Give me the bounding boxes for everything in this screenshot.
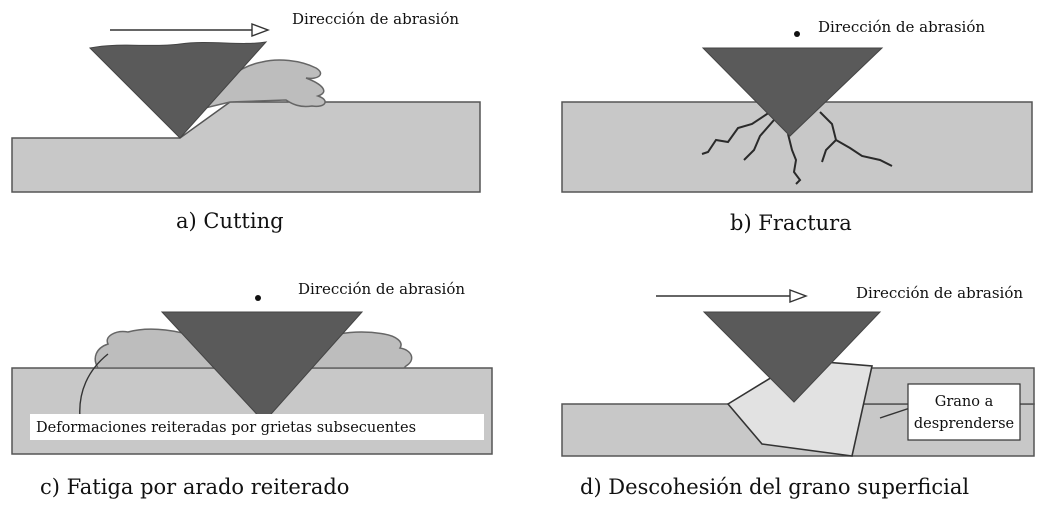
panel-a-direction-label: Dirección de abrasión — [292, 10, 459, 28]
panel-d-leader-line — [879, 407, 911, 419]
panel-b-cracks — [701, 111, 893, 185]
panel-b-direction-label: Dirección de abrasión — [818, 18, 985, 36]
panel-c-caption: c) Fatiga por arado reiterado — [40, 475, 349, 499]
panel-a-cutting: Dirección de abrasión a) Cutting — [11, 10, 481, 233]
panel-c-direction-label: Dirección de abrasión — [298, 280, 465, 298]
panel-d-indenter — [702, 311, 882, 403]
panel-a-surface — [11, 101, 481, 193]
panel-c-annotation-box — [30, 414, 484, 440]
panel-c-indenter — [160, 311, 364, 423]
panel-b-fractura: Dirección de abrasión b) Fractura — [561, 18, 1033, 235]
panel-d-annotation-box — [907, 383, 1021, 441]
panel-b-indenter — [701, 47, 884, 137]
panel-c-direction-dot-icon — [255, 295, 261, 301]
panel-a-chip — [203, 59, 326, 110]
panel-a-indenter — [88, 41, 268, 139]
panel-a-caption: a) Cutting — [176, 209, 284, 233]
panel-b-caption: b) Fractura — [730, 211, 852, 235]
panel-d-annotation-line2: desprenderse — [914, 416, 1014, 432]
panel-c-leader-line — [79, 353, 109, 419]
panel-d-caption: d) Descohesión del grano superficial — [580, 475, 969, 499]
panel-d-annotation-line1: Grano a — [935, 394, 994, 410]
panel-b-direction-dot-icon — [794, 31, 800, 37]
panel-c-annotation: Deformaciones reiteradas por grietas sub… — [36, 420, 416, 436]
panel-a-arrowhead-icon — [251, 22, 270, 38]
panel-d-arrowhead-icon — [789, 288, 808, 304]
panel-d-direction-label: Dirección de abrasión — [856, 284, 1023, 302]
panel-c-fatiga: Deformaciones reiteradas por grietas sub… — [11, 280, 493, 499]
panel-d-descohesion: Grano a desprenderse Dirección de abrasi… — [561, 284, 1035, 499]
